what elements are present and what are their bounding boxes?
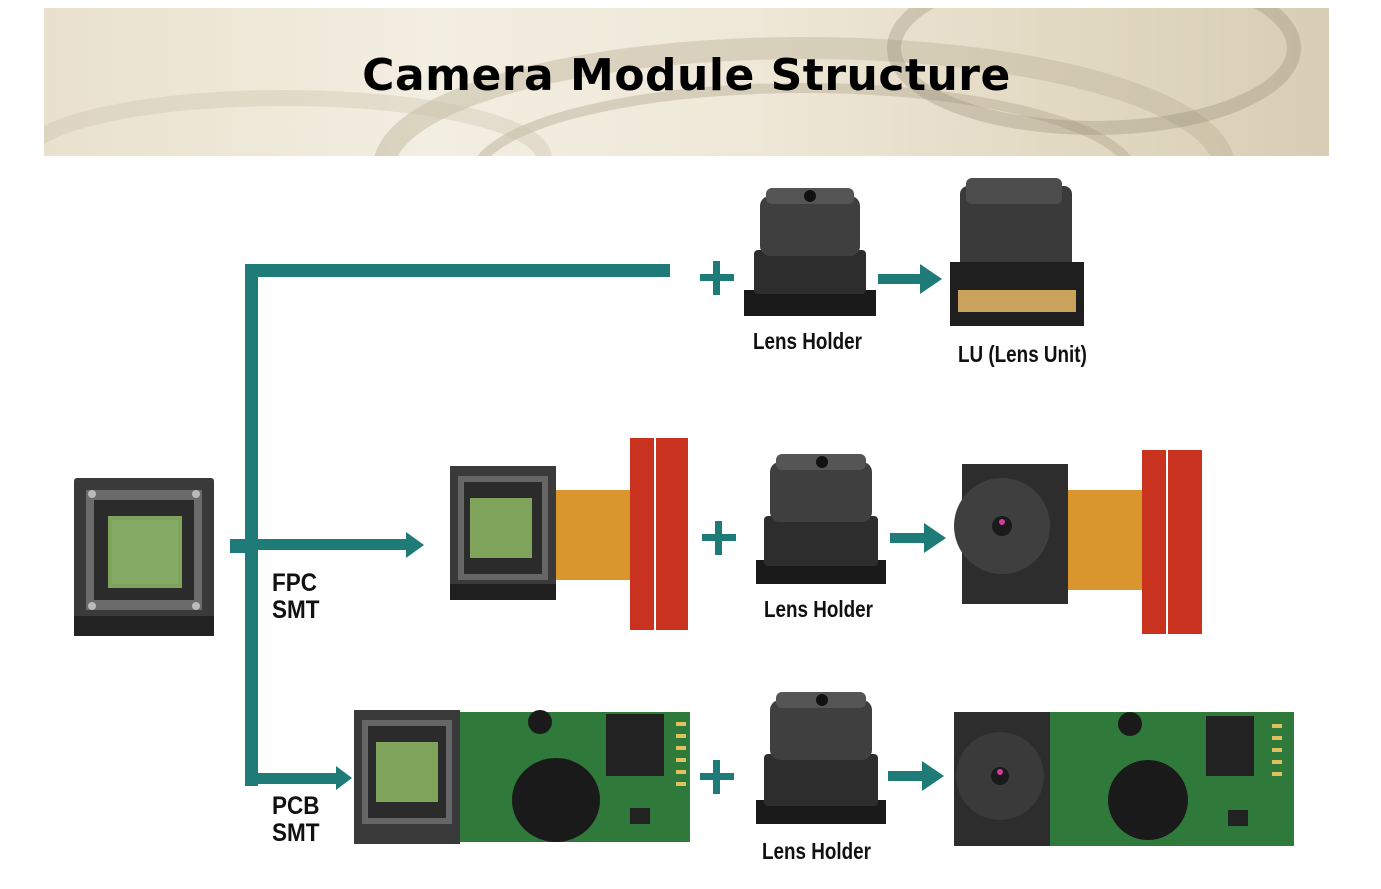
- lens-holder-label: Lens Holder: [753, 328, 862, 354]
- banner-lens-photo: [44, 8, 1301, 156]
- pcb-module-icon: [354, 710, 690, 844]
- title-banner: Camera Module Structure: [44, 8, 1329, 156]
- lens-unit-icon: [950, 178, 1084, 326]
- image-sensor-icon: [74, 478, 214, 636]
- lens-unit-label: LU (Lens Unit): [958, 341, 1087, 367]
- lens-holder-icon: [756, 454, 886, 584]
- lens-holder-label: Lens Holder: [764, 596, 873, 622]
- lens-holder-label: Lens Holder: [762, 838, 871, 864]
- process-step: SMT: [272, 819, 320, 847]
- process-step: FPC: [272, 569, 317, 597]
- process-step: SMT: [272, 596, 320, 624]
- lens-holder-icon: [756, 692, 886, 824]
- page-title: Camera Module Structure: [362, 50, 1011, 101]
- plus-sign: [700, 760, 734, 794]
- lens-holder-icon: [744, 188, 876, 316]
- plus-sign: [700, 261, 734, 295]
- pcb-smt-label: PCB SMT: [272, 793, 320, 847]
- fpc-smt-label: FPC SMT: [272, 570, 320, 624]
- fpc-module-icon: [450, 438, 688, 630]
- process-step: PCB: [272, 792, 320, 820]
- arrow-icon: [878, 264, 942, 294]
- fpc-camera-module-icon: [954, 450, 1202, 634]
- connector-lines: [230, 264, 670, 790]
- plus-sign: [702, 521, 736, 555]
- arrow-icon: [890, 523, 946, 553]
- pcb-camera-module-icon: [954, 712, 1294, 846]
- arrow-icon: [888, 761, 944, 791]
